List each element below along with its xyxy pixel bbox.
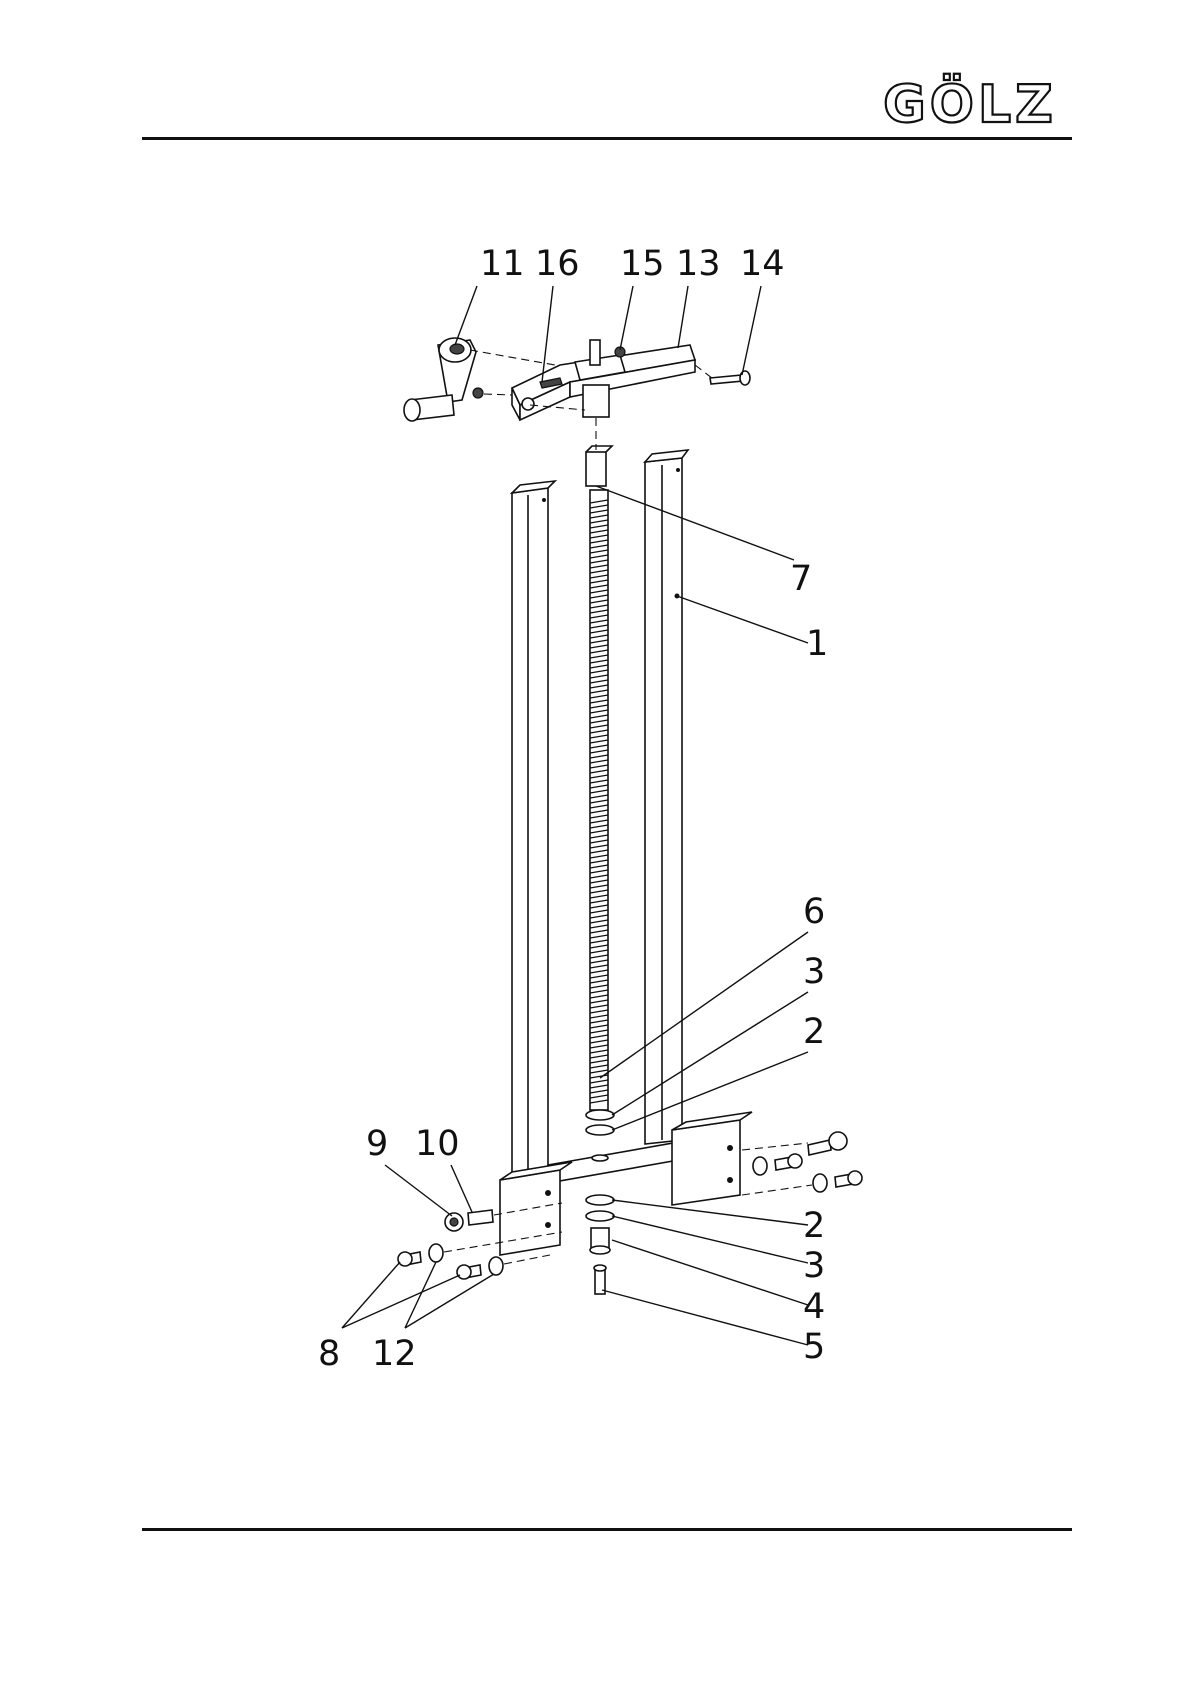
callout-11: 11 (480, 244, 525, 284)
callout-8: 8 (318, 1334, 340, 1374)
callout-2-lower: 2 (803, 1206, 825, 1246)
callout-10: 10 (415, 1124, 460, 1164)
callout-14: 14 (740, 244, 785, 284)
callout-1: 1 (806, 624, 828, 664)
callout-16: 16 (535, 244, 580, 284)
callout-5: 5 (803, 1327, 825, 1367)
callout-6: 6 (803, 892, 825, 932)
callout-13: 13 (676, 244, 721, 284)
callout-7: 7 (790, 559, 812, 599)
callout-4: 4 (803, 1287, 825, 1327)
callout-labels: 11 16 15 13 14 7 1 6 3 2 9 10 2 3 4 5 8 … (318, 244, 828, 1374)
callout-2-upper: 2 (803, 1012, 825, 1052)
callout-9: 9 (366, 1124, 388, 1164)
coupling-part (586, 452, 606, 486)
threaded-spindle (590, 490, 608, 1110)
callout-3-lower: 3 (803, 1246, 825, 1286)
callout-15: 15 (620, 244, 665, 284)
callout-12: 12 (372, 1334, 417, 1374)
top-crossbar-assembly (404, 338, 750, 450)
callout-3-upper: 3 (803, 952, 825, 992)
